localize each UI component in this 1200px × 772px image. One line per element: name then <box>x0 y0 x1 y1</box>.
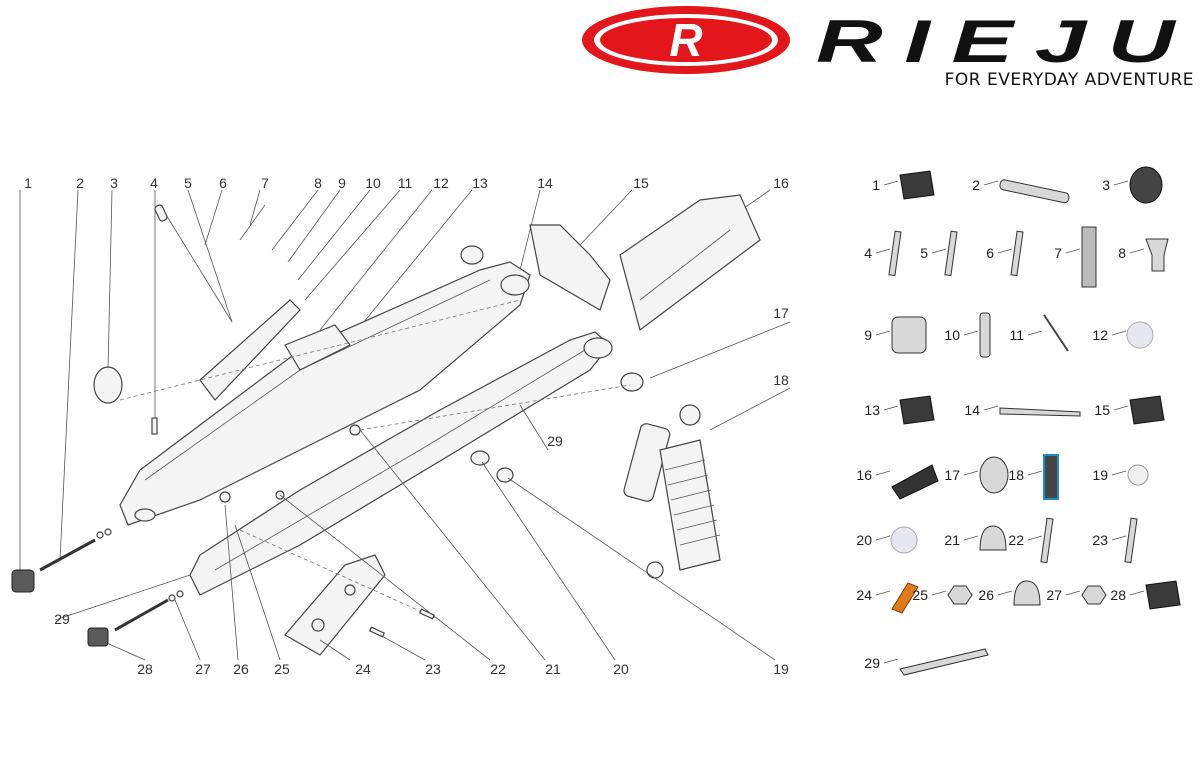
callout-5: 5 <box>184 175 192 191</box>
brand-name: RIEJU <box>816 8 1196 75</box>
logo-letter: R <box>669 14 702 66</box>
top-leaders <box>19 189 791 580</box>
callout-27: 27 <box>195 661 211 677</box>
callout-21: 21 <box>545 661 561 677</box>
callout-13: 13 <box>472 175 488 191</box>
callout-29a: 29 <box>547 433 563 449</box>
brand-logo: R RIEJU <box>578 2 1200 102</box>
chain-adjusters <box>11 528 184 647</box>
callout-4: 4 <box>150 175 158 191</box>
top-callouts: 1 2 3 4 5 6 7 8 9 10 11 12 13 14 15 16 1… <box>24 175 789 388</box>
callout-25: 25 <box>274 661 290 677</box>
callout-12: 12 <box>433 175 449 191</box>
callout-26: 26 <box>233 661 249 677</box>
chain-slider <box>239 529 441 656</box>
callout-20: 20 <box>613 661 629 677</box>
callout-29b: 29 <box>54 611 70 627</box>
callout-11: 11 <box>398 175 413 191</box>
callout-14: 14 <box>537 175 553 191</box>
callout-3: 3 <box>110 175 118 191</box>
bottom-callouts: 28 27 26 25 24 23 22 21 20 19 29 29 <box>54 433 789 677</box>
callout-18: 18 <box>773 372 789 388</box>
callout-6: 6 <box>219 175 227 191</box>
callout-2: 2 <box>76 175 84 191</box>
small-hardware <box>93 245 644 503</box>
brand-tagline: FOR EVERYDAY ADVENTURE <box>944 70 1194 90</box>
callout-16: 16 <box>773 175 789 191</box>
callout-22: 22 <box>490 661 506 677</box>
bottom-leaders <box>54 404 776 661</box>
callout-28: 28 <box>137 661 153 677</box>
callout-9: 9 <box>338 175 346 191</box>
swingarm-lower <box>189 331 613 596</box>
callout-7: 7 <box>261 175 269 191</box>
callout-23: 23 <box>425 661 441 677</box>
callout-10: 10 <box>365 175 381 191</box>
callout-17: 17 <box>773 305 789 321</box>
callout-15: 15 <box>633 175 649 191</box>
callout-1: 1 <box>24 175 32 191</box>
shock-absorber <box>623 404 721 579</box>
upper-brackets <box>154 194 761 401</box>
callout-8: 8 <box>314 175 322 191</box>
callout-19: 19 <box>773 661 789 677</box>
callout-24: 24 <box>355 661 371 677</box>
